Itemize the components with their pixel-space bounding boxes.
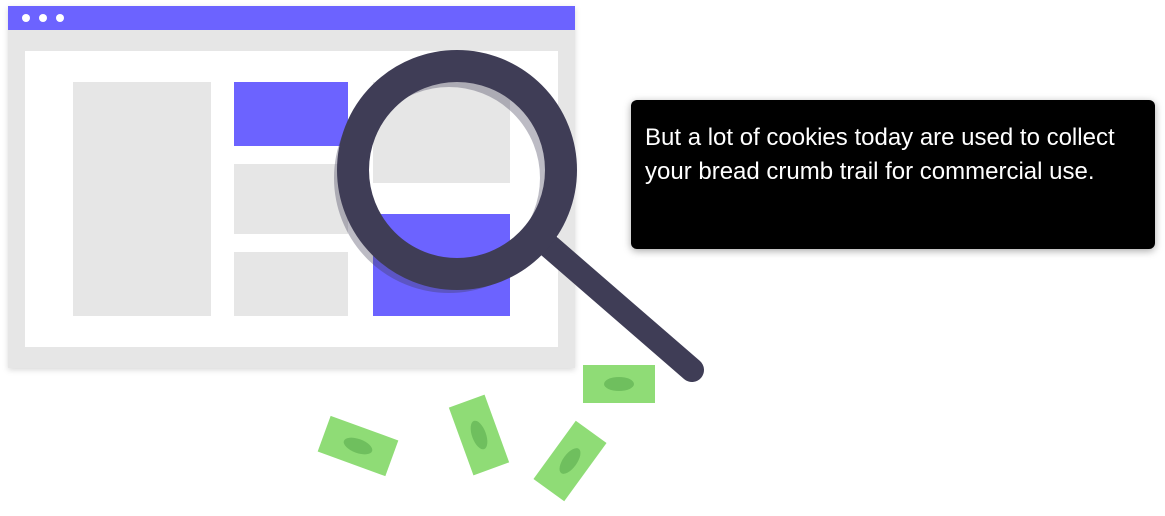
magnifying-glass-icon (334, 50, 704, 382)
tooltip-box: But a lot of cookies today are used to c… (631, 100, 1155, 249)
window-dot-icon (56, 14, 64, 22)
window-dot-icon (22, 14, 30, 22)
content-block-accent (234, 82, 348, 146)
content-block (234, 164, 348, 234)
magnifier-handle (530, 228, 704, 382)
banknote-icon (583, 365, 655, 403)
banknote-icon (533, 420, 607, 502)
sidebar-placeholder (73, 82, 211, 316)
banknote-icon (317, 415, 399, 477)
banknote-icon (448, 394, 510, 476)
content-block (234, 252, 348, 316)
tooltip-text: But a lot of cookies today are used to c… (645, 124, 1115, 185)
window-dot-icon (39, 14, 47, 22)
browser-title-bar (8, 6, 575, 30)
magnifier-lens-ring (337, 50, 577, 290)
